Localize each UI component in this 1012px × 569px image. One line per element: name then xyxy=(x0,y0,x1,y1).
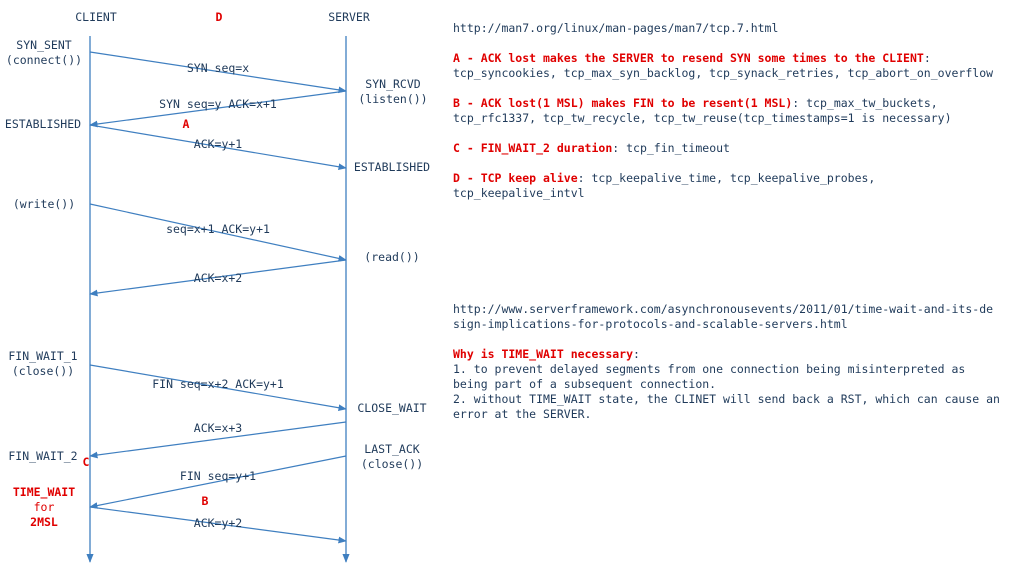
msg-label-syn-ack: SYN seq=y ACK=x+1 xyxy=(159,97,277,111)
msg-data-ack-arrow xyxy=(89,259,347,297)
client-state-fin-wait-2: FIN_WAIT_2 xyxy=(8,449,78,463)
msg-label-fin2-ack: ACK=y+2 xyxy=(193,516,243,530)
marker-c: C xyxy=(82,455,90,469)
note-a-colon: : xyxy=(923,51,931,65)
marker-b: B xyxy=(201,494,209,508)
msg-fin1-arrow xyxy=(89,364,347,412)
note-why-title: Why is TIME_WAIT necessary xyxy=(453,347,634,361)
client-state-established: ESTABLISHED xyxy=(4,117,82,131)
marker-d: D xyxy=(215,10,223,24)
note-c-body: tcp_fin_timeout xyxy=(619,141,730,155)
client-state-2msl: 2MSL xyxy=(30,515,58,529)
client-state-syn-sent: SYN_SENT (connect()) xyxy=(5,38,83,67)
server-state-last-ack: LAST_ACK (close()) xyxy=(360,442,424,471)
note-url-serverframework: http://www.serverframework.com/asynchron… xyxy=(453,302,994,331)
msg-data-arrow xyxy=(89,203,347,262)
msg-ack-arrow xyxy=(89,124,347,171)
note-why-colon: : xyxy=(633,347,640,361)
msg-syn-arrow xyxy=(89,51,347,94)
server-header: SERVER xyxy=(328,10,370,24)
msg-label-ack: ACK=y+1 xyxy=(193,137,243,151)
client-state-write: (write()) xyxy=(12,197,76,211)
note-c: C - FIN_WAIT_2 duration: tcp_fin_timeout xyxy=(453,141,1008,156)
marker-a: A xyxy=(182,117,190,131)
note-why-1: 1. to prevent delayed segments from one … xyxy=(453,362,966,391)
msg-fin2-ack-arrow xyxy=(89,506,347,544)
client-state-for: for xyxy=(33,500,55,514)
msg-label-fin1: FIN seq=x+2 ACK=y+1 xyxy=(152,377,284,391)
msg-label-data-ack: ACK=x+2 xyxy=(193,271,243,285)
client-state-time-wait: TIME_WAIT xyxy=(12,485,76,499)
note-b: B - ACK lost(1 MSL) makes FIN to be rese… xyxy=(453,96,1008,126)
msg-label-data: seq=x+1 ACK=y+1 xyxy=(166,222,270,236)
note-d: D - TCP keep alive: tcp_keepalive_time, … xyxy=(453,171,923,201)
note-b-body: tcp_max_tw_buckets, tcp_rfc1337, tcp_tw_… xyxy=(453,96,952,125)
client-state-fin-wait-1: FIN_WAIT_1 (close()) xyxy=(8,349,78,378)
note-why-2: 2. without TIME_WAIT state, the CLINET w… xyxy=(453,392,1000,421)
note-a-title: A - ACK lost makes the SERVER to resend … xyxy=(453,51,924,65)
note-d-title: D - TCP keep alive xyxy=(453,171,578,185)
client-header: CLIENT xyxy=(75,10,117,24)
note-d-colon: : xyxy=(577,171,585,185)
note-a: A - ACK lost makes the SERVER to resend … xyxy=(453,51,1008,81)
msg-syn-ack-arrow xyxy=(89,90,347,128)
msg-fin1-ack-arrow xyxy=(89,421,347,459)
server-state-established: ESTABLISHED xyxy=(353,160,431,174)
msg-label-fin1-ack: ACK=x+3 xyxy=(193,421,243,435)
msg-label-syn: SYN seq=x xyxy=(186,61,250,75)
note-c-title: C - FIN_WAIT_2 duration xyxy=(453,141,613,155)
note-why: Why is TIME_WAIT necessary: xyxy=(453,347,1008,362)
note-b-colon: : xyxy=(792,96,800,110)
note-a-body: tcp_syncookies, tcp_max_syn_backlog, tcp… xyxy=(453,66,994,80)
server-state-syn-rcvd: SYN_RCVD (listen()) xyxy=(358,77,428,106)
server-state-read: (read()) xyxy=(364,250,420,264)
note-c-colon: : xyxy=(612,141,620,155)
note-b-title: B - ACK lost(1 MSL) makes FIN to be rese… xyxy=(453,96,793,110)
note-d-body: tcp_keepalive_time, tcp_keepalive_probes… xyxy=(453,171,876,200)
msg-label-fin2: FIN seq=y+1 xyxy=(179,469,257,483)
note-url-tcp7: http://man7.org/linux/man-pages/man7/tcp… xyxy=(453,21,779,35)
msg-fin2-arrow xyxy=(89,455,347,509)
server-state-close-wait: CLOSE_WAIT xyxy=(357,401,427,415)
